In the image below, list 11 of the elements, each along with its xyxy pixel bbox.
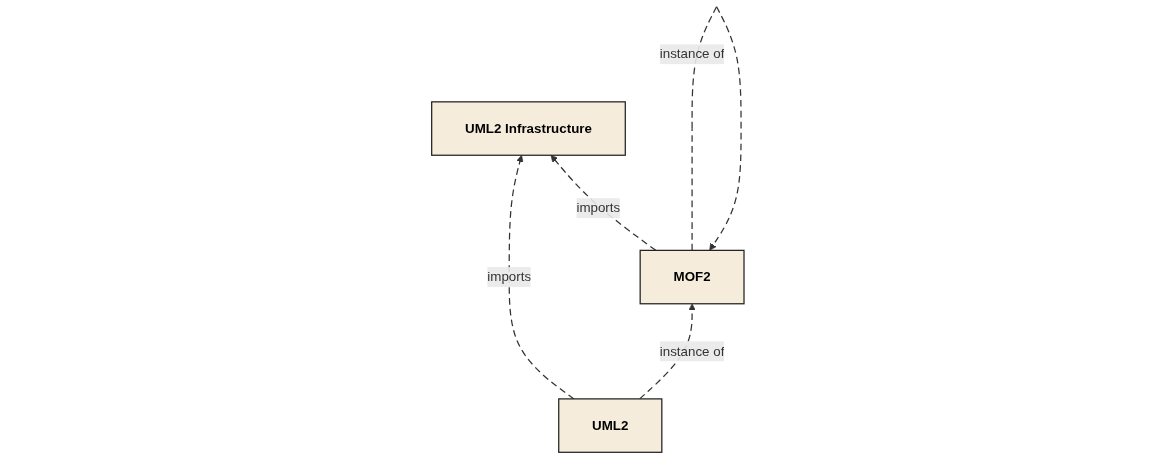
arrow <box>550 154 657 251</box>
node-box: UML2 Infrastructure <box>430 101 626 156</box>
arrow <box>638 303 696 400</box>
node-box: UML2 <box>557 398 663 453</box>
node-box: MOF2 <box>639 249 745 305</box>
edge-label: imports <box>576 200 620 215</box>
edge-label: imports <box>486 269 531 284</box>
edge-label: instance of <box>659 46 725 61</box>
arrow <box>508 154 575 400</box>
arrow <box>691 6 742 251</box>
edge-label: instance of <box>659 343 725 359</box>
